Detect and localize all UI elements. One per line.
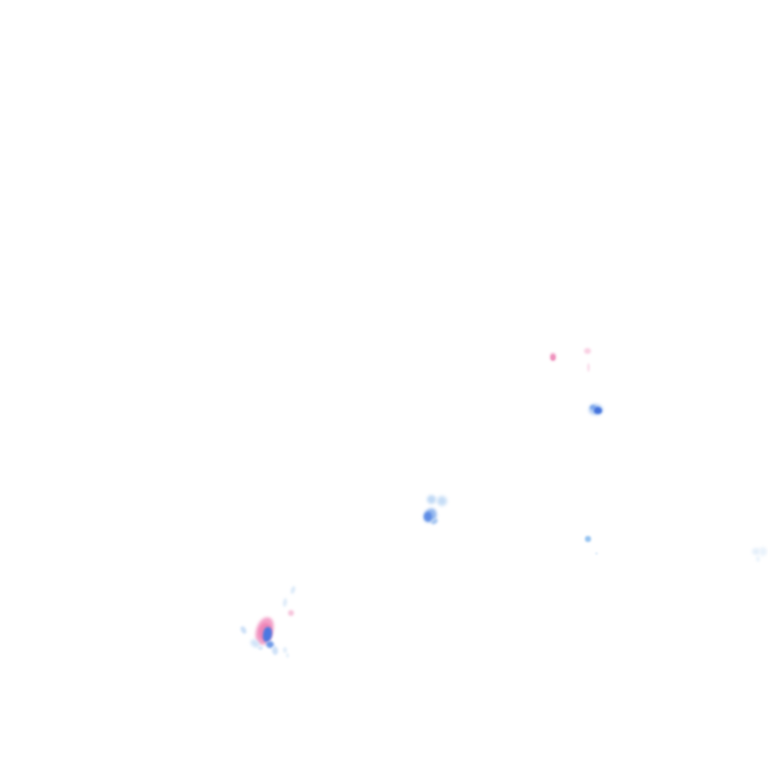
cluster-pale-dash-left [239,625,248,635]
blue-comma-halo [588,402,604,417]
blue-hook-core [422,510,434,523]
pink-echo-faint [584,348,591,354]
blue-dot-mid-right [585,536,591,542]
cluster-blue-tail [265,639,275,650]
cluster-pale-dot-bottom [258,646,263,650]
blue-comma-lobe [590,405,596,410]
pink-echo-upper [550,353,556,361]
blue-hook-blob [421,506,439,525]
cluster-pale-far-right [283,647,287,653]
cluster-wisp-b [282,597,288,608]
pale-blue-blob-upper-right [437,496,447,506]
cluster-pale-tiny-bottom [286,653,289,658]
cluster-pink-main [253,615,276,647]
cluster-blue-streak [262,626,273,643]
edge-echo-b [759,547,767,556]
edge-echo-dash [756,556,760,562]
pink-dash-faint [587,363,590,372]
cluster-pale-dash-right [271,645,279,656]
pink-echo-upper-core [551,355,555,360]
blue-hook-tail [430,517,439,526]
edge-echo-a [752,548,760,555]
blue-speck-faint [595,552,598,555]
cluster-pink-core [257,622,273,641]
cluster-pale-streak-bottom [248,637,262,650]
blue-comma-core [593,406,603,415]
cluster-wisp-a [289,585,297,595]
pale-blue-blob-upper-left [427,495,436,504]
cluster-pink-dot [288,610,294,616]
